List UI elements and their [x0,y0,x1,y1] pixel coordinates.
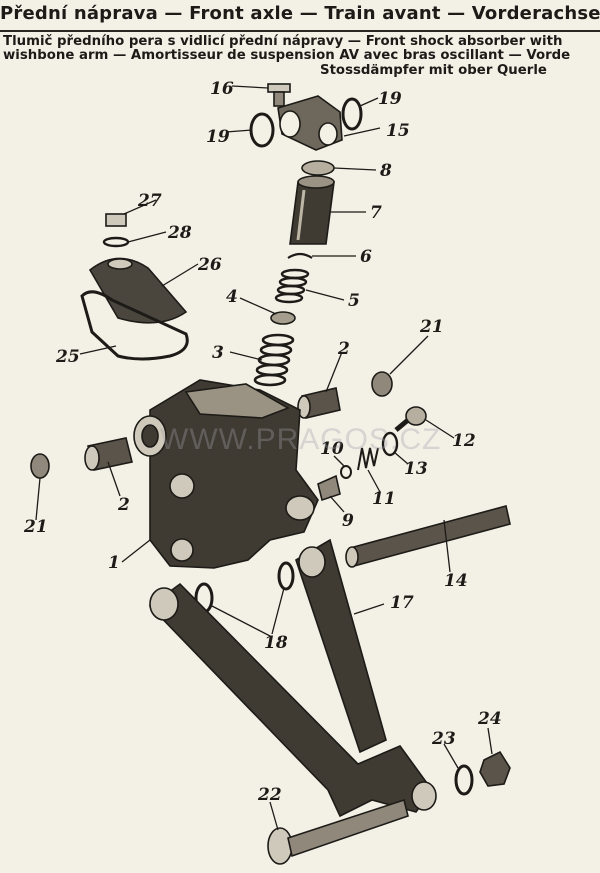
part-19-washer-right [341,97,363,131]
callout-labels: 16 19 19 15 8 7 27 28 26 6 4 5 25 3 2 21… [23,79,502,805]
callout-7: 7 [370,203,382,223]
callout-28: 28 [167,223,192,243]
callout-9: 9 [342,511,354,531]
callout-12: 12 [452,431,476,451]
part-5-spring [274,268,310,304]
callout-19: 19 [206,127,230,147]
part-21-ring-right [371,371,393,397]
callout-10: 10 [320,439,344,459]
callout-24: 24 [477,709,502,729]
callout-3: 3 [212,343,224,363]
callout-22: 22 [257,785,282,805]
callout-5: 5 [348,291,360,311]
part-23-washer [454,764,474,796]
callout-16: 16 [210,79,234,99]
part-26-cover [88,257,188,324]
part-22-bolt [267,798,409,865]
callout-14: 14 [444,571,468,591]
subtitle-line-2: wishbone arm — Amortisseur de suspension… [3,48,571,63]
part-9-plug [317,474,341,502]
part-10-ball [340,465,352,479]
callout-25: 25 [55,347,80,367]
callout-8: 8 [379,161,392,181]
callout-26: 26 [197,255,222,275]
callout-2: 2 [117,495,130,515]
callout-11: 11 [372,489,396,509]
subtitle-line-1: Tlumič předního pera s vidlicí přední ná… [3,34,563,49]
part-2-bushing-right [297,387,341,419]
part-17-wishbone [148,538,437,818]
callout-21: 21 [23,517,48,537]
part-25-gasket [80,290,189,361]
part-15-link-arm [277,95,343,151]
watermark: WWW.PRAGOS.CZ [160,423,442,456]
part-14-shaft [345,505,511,568]
part-27-bolt [105,213,127,227]
part-12-screw [394,406,427,432]
subtitle-line-3: Stossdämpfer mit ober Querle [320,63,547,78]
callout-4: 4 [226,287,238,307]
part-21-ring-left [30,453,50,479]
callout-6: 6 [360,247,372,267]
part-1-housing [133,379,319,569]
callout-21: 21 [419,317,444,337]
callout-27: 27 [137,191,162,211]
part-13-washer [381,431,399,457]
callout-13: 13 [404,459,428,479]
part-3-spring [253,333,295,387]
part-2-bushing-left [84,437,133,471]
part-19-washer-left [249,112,275,148]
part-8-cap [301,160,335,176]
callout-23: 23 [431,729,456,749]
page-title: Přední náprava — Front axle — Train avan… [0,3,600,24]
callout-19: 19 [378,89,402,109]
part-24-nut [479,750,511,787]
part-16-bolt [267,83,291,107]
part-4-valve [270,311,296,325]
callout-17: 17 [390,593,414,613]
part-28-washer [102,236,130,248]
part-7-shock-body [289,175,335,245]
callout-1: 1 [108,553,120,573]
part-11-spring [357,447,379,471]
callout-18: 18 [264,633,288,653]
callout-2: 2 [337,339,350,359]
callout-15: 15 [386,121,410,141]
part-6-clip [287,252,313,259]
page-header: Přední náprava — Front axle — Train avan… [0,0,600,32]
part-18-washer-right [277,561,295,591]
